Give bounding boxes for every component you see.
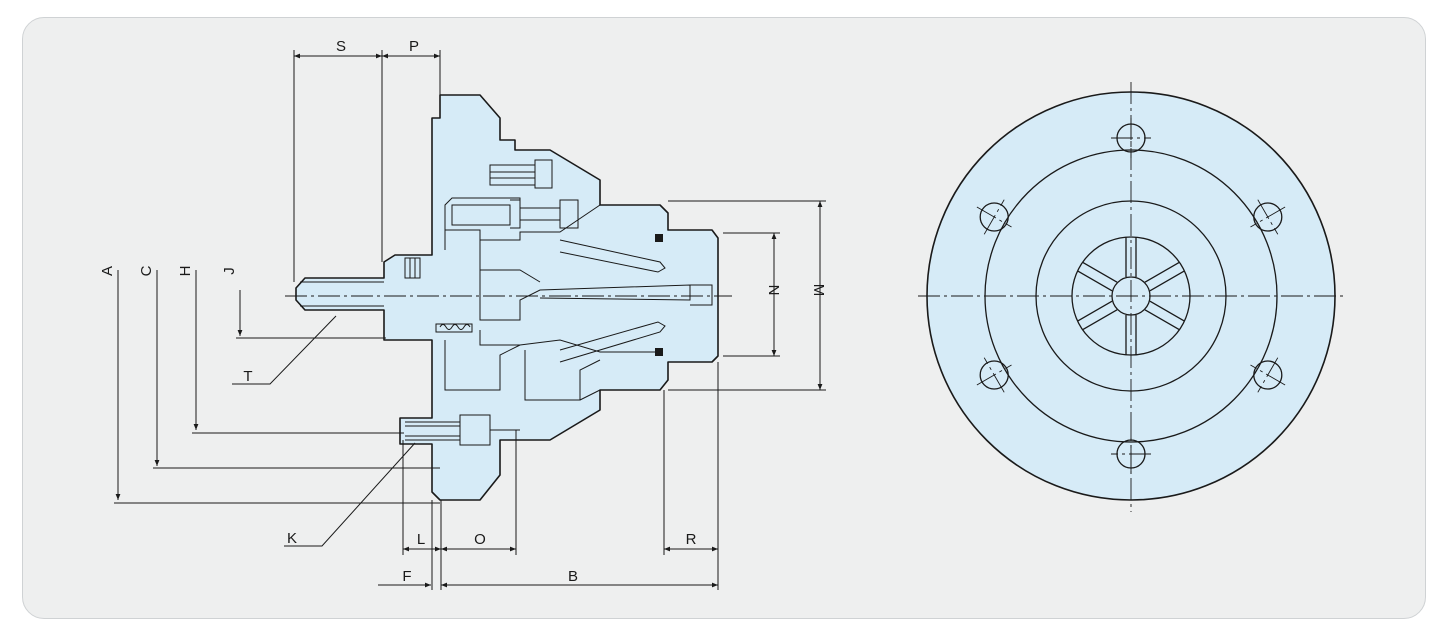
seal-lower [655,348,663,356]
dim-label-c: C [138,265,155,276]
dim-label-s: S [336,38,346,55]
dim-label-h: H [177,266,194,277]
jaw-slot [1144,261,1185,292]
dim-label-f: F [402,568,411,585]
jaw-slot [1125,237,1137,277]
dim-label-k: K [287,530,297,547]
jaw-slots [1077,237,1185,355]
jaw-slot [1144,300,1185,331]
spring [435,323,473,333]
dim-label-r: R [686,531,697,548]
dim-label-t: T [243,368,252,385]
dim-label-a: A [99,266,116,276]
side-view: S P A C H J T K N M L O R F B [99,38,827,590]
jaw-slot [1077,261,1118,292]
jaw-slot [1125,315,1137,355]
front-view [918,82,1345,512]
dim-label-o: O [474,531,486,548]
jaw-slot [1077,300,1118,331]
mounting-hole [1250,357,1286,393]
dim-label-l: L [417,531,425,548]
dim-label-p: P [409,38,419,55]
dim-label-m: M [810,284,827,297]
dim-label-n: N [765,285,782,296]
chuck-body-section [295,94,719,501]
dim-label-j: J [221,267,238,275]
mounting-hole [976,357,1012,393]
dim-label-b: B [568,568,578,585]
seal-upper [655,234,663,242]
mounting-hole [976,199,1012,235]
mounting-hole [1250,199,1286,235]
